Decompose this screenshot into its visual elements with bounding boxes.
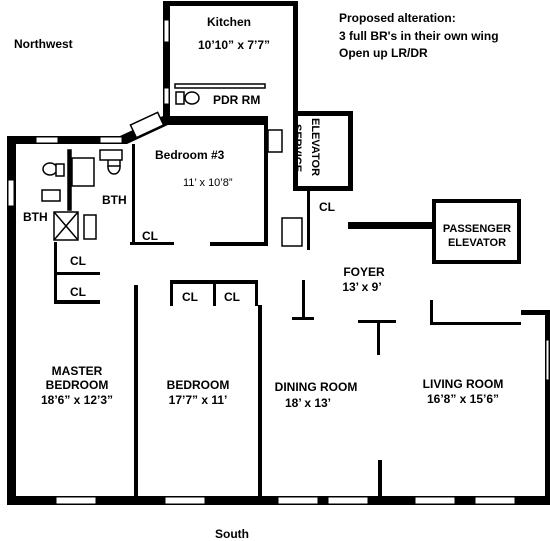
master-bedroom-line1: MASTER <box>51 364 103 378</box>
closet-label: CL <box>70 254 86 268</box>
note-line-1: Proposed alteration: <box>339 11 456 25</box>
living-room-size: 16’8” x 15’6” <box>426 392 500 406</box>
dining-room-name: DINING ROOM <box>274 380 358 394</box>
dining-room-size: 18’ x 13’ <box>284 396 332 410</box>
windows <box>7 19 550 505</box>
service-elevator-line2: ELEVATOR <box>309 118 321 177</box>
master-bedroom-size: 18’6” x 12’3” <box>40 393 114 407</box>
passenger-elevator-line1: PASSENGER <box>442 223 512 235</box>
fixtures <box>41 83 303 247</box>
foyer-name: FOYER <box>343 265 385 279</box>
closet-label: CL <box>319 200 335 214</box>
bath-label: BTH <box>102 193 127 207</box>
bedroom-name: BEDROOM <box>166 378 230 392</box>
kitchen-size: 10’10” x 7’7” <box>198 38 271 52</box>
note-line-3: Open up LR/DR <box>339 46 428 60</box>
closet-label: CL <box>182 290 198 304</box>
closet-label: CL <box>70 285 86 299</box>
service-elevator-line1: SERVICE <box>291 124 303 173</box>
closet-label: CL <box>224 290 240 304</box>
pdr-name: PDR RM <box>213 93 261 107</box>
bedroom-size: 17’7” x 11’ <box>168 393 228 407</box>
foyer-size: 13’ x 9’ <box>342 280 382 294</box>
bedroom3-name: Bedroom #3 <box>155 148 225 162</box>
closet-label: CL <box>142 229 158 243</box>
passenger-elevator-line2: ELEVATOR <box>447 237 507 249</box>
living-room-name: LIVING ROOM <box>422 377 504 391</box>
walls <box>7 1 550 505</box>
bath-label: BTH <box>23 210 48 224</box>
bedroom3-size: 11’ x 10’8” <box>183 177 233 189</box>
south-label: South <box>215 527 249 541</box>
northwest-label: Northwest <box>14 37 73 51</box>
kitchen-name: Kitchen <box>207 15 252 29</box>
note-line-2: 3 full BR's in their own wing <box>339 29 499 43</box>
master-bedroom-line2: BEDROOM <box>45 378 109 392</box>
